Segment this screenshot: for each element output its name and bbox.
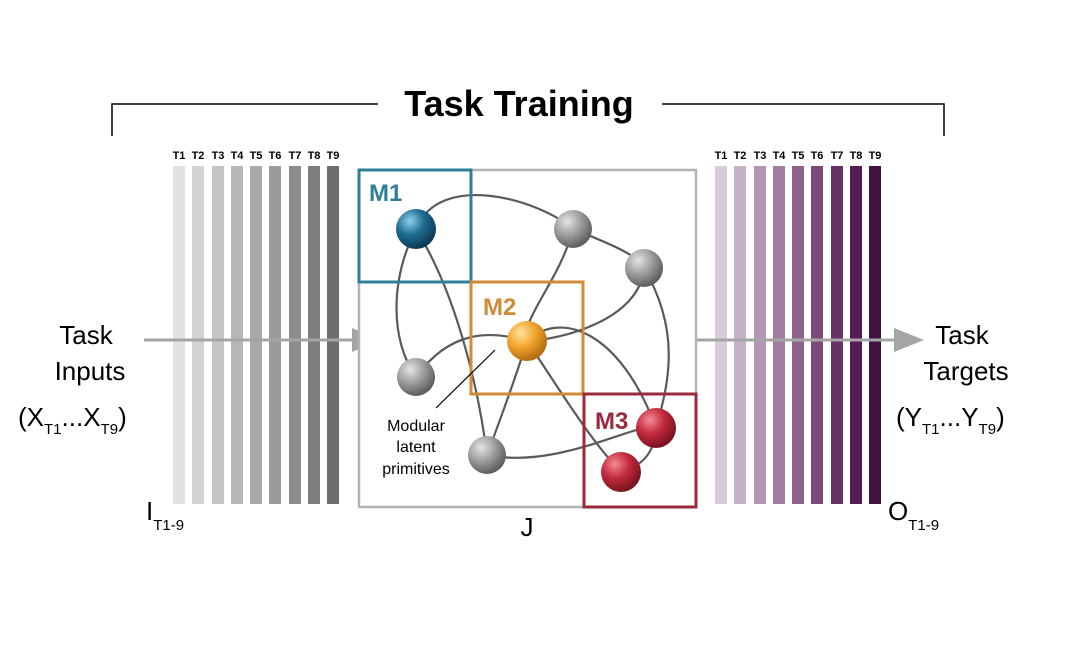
network-label: J [521,512,534,542]
targets-paren-close: ) [996,402,1005,432]
input-bars [173,166,339,504]
input-task-label-4: T4 [231,150,245,162]
connection-m1-bottom [415,228,489,456]
annotation-line-2: latent [396,439,436,456]
annotation: Modular latent primitives [382,418,450,478]
targets-y-start-sub: T1 [922,421,940,438]
input-bar-8 [308,166,320,504]
inputs-paren-close: ) [118,402,127,432]
output-bar-9 [869,166,881,504]
inputs-x-end-sub: T9 [101,421,119,438]
node-m1-blue [396,209,436,249]
targets-line-2: Targets [923,356,1008,386]
module-box-m1 [357,168,473,284]
output-task-label-9: T9 [869,150,882,162]
input-task-label-6: T6 [269,150,282,162]
inputs-formula: (XT1...XT9) [18,402,127,438]
output-arrow-head [894,328,924,352]
node-m3-red-bottom [601,452,641,492]
output-bar-2 [734,166,746,504]
input-task-label-7: T7 [289,150,302,162]
output-bank-sub: T1-9 [908,517,939,534]
input-task-label-1: T1 [173,150,186,162]
output-bank-letter: O [888,496,908,526]
input-bar-4 [231,166,243,504]
targets-formula: (YT1...YT9) [896,402,1005,438]
input-bar-2 [192,166,204,504]
task-inputs-label: Task Inputs (XT1...XT9) [18,320,127,438]
input-bar-5 [250,166,262,504]
output-bar-5 [792,166,804,504]
input-bar-1 [173,166,185,504]
input-task-label-2: T2 [192,150,205,162]
page-title: Task Training [404,83,633,124]
inputs-x-start: X [27,402,44,432]
output-task-label-3: T3 [754,150,767,162]
output-task-label-1: T1 [715,150,728,162]
input-bar-7 [289,166,301,504]
annotation-line-1: Modular [387,418,445,435]
task-targets-label: Task Targets (YT1...YT9) [896,320,1009,438]
output-bar-7 [831,166,843,504]
annotation-pointer [435,349,496,409]
inputs-line-2: Inputs [55,356,126,386]
node-gray-top [554,210,592,248]
output-task-label-4: T4 [773,150,787,162]
output-bar-4 [773,166,785,504]
input-bank-label: IT1-9 [146,496,184,534]
node-m2-orange [507,321,547,361]
module-box-m2 [469,280,585,396]
targets-y-end-sub: T9 [979,421,997,438]
output-task-label-6: T6 [811,150,824,162]
targets-y-start: Y [905,402,922,432]
output-task-label-2: T2 [734,150,747,162]
input-bar-3 [212,166,224,504]
node-gray-bottom [468,436,506,474]
module-label-m2: M2 [483,294,516,321]
output-task-label-8: T8 [850,150,863,162]
output-bar-6 [811,166,823,504]
input-task-label-3: T3 [212,150,225,162]
module-label-m1: M1 [369,180,402,207]
inputs-x-start-sub: T1 [44,421,62,438]
targets-line-1: Task [935,320,989,350]
targets-y-end: Y [961,402,978,432]
targets-paren-open: ( [896,402,905,432]
output-task-label-7: T7 [831,150,844,162]
input-task-label-5: T5 [250,150,263,162]
inputs-paren-open: ( [18,402,27,432]
output-bars [715,166,881,504]
output-arrow [662,328,924,352]
inputs-line-1: Task [59,320,113,350]
targets-ellipsis: ... [940,402,962,432]
output-task-labels: T1 T2 T3 T4 T5 T6 T7 T8 T9 [715,150,882,162]
node-gray-left [397,358,435,396]
input-bar-6 [269,166,281,504]
annotation-line-3: primitives [382,461,450,478]
inputs-ellipsis: ... [62,402,84,432]
output-bank-label: OT1-9 [888,496,939,534]
module-label-m3: M3 [595,408,628,435]
module-box-m3 [582,392,698,509]
input-bank-letter: I [146,496,153,526]
input-task-label-9: T9 [327,150,340,162]
input-bank-sub: T1-9 [153,517,184,534]
node-gray-right [625,249,663,287]
inputs-x-end: X [83,402,100,432]
input-bar-9 [327,166,339,504]
title-bracket [111,103,945,136]
input-task-label-8: T8 [308,150,321,162]
output-bar-1 [715,166,727,504]
output-bar-8 [850,166,862,504]
node-m3-red-top [636,408,676,448]
output-task-label-5: T5 [792,150,805,162]
input-task-labels: T1 T2 T3 T4 T5 T6 T7 T8 T9 [173,150,340,162]
output-bar-3 [754,166,766,504]
